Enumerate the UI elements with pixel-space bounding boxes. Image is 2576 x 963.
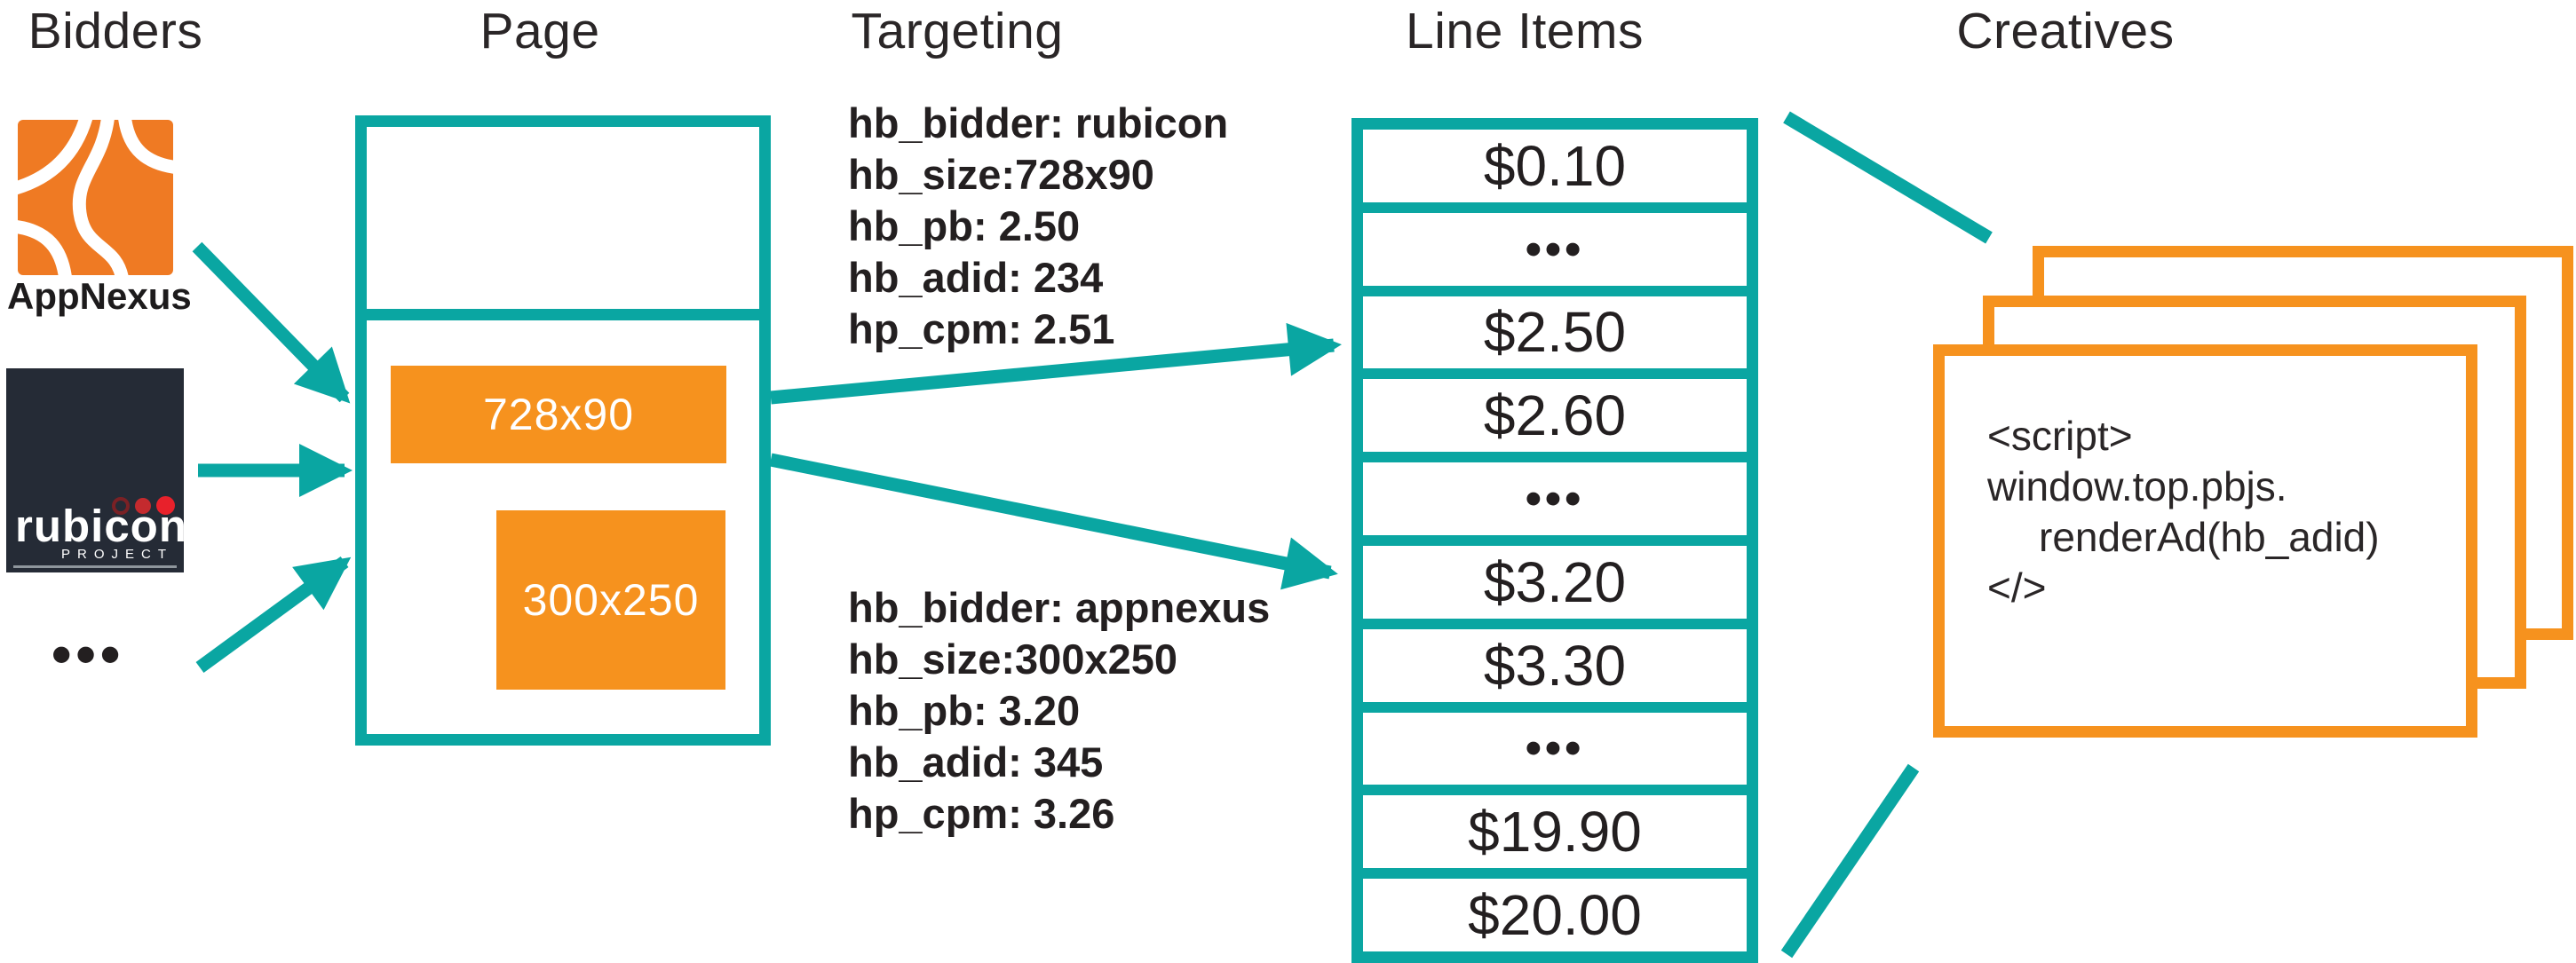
appnexus-label: AppNexus	[7, 275, 192, 317]
line-item-row-ellipsis: •••	[1363, 212, 1747, 286]
more-bidders-ellipsis: •••	[52, 622, 125, 686]
rubicon-project-label: PROJECT	[60, 547, 173, 562]
targeting-kv: hb_adid: 345	[848, 738, 1104, 785]
connector-lineitems-top-to-creatives	[1783, 111, 1993, 244]
line-item-row: $3.20	[1363, 545, 1747, 619]
line-item-row: $0.10	[1363, 130, 1747, 202]
column-title-bidders: Bidders	[28, 3, 203, 59]
rubicon-dot-bright	[156, 496, 175, 515]
appnexus-logo-icon	[18, 120, 173, 275]
arrow-page-to-lineitem-320	[769, 453, 1338, 590]
rubicon-dot-outline	[112, 496, 130, 515]
rubicon-logo-divider	[13, 565, 177, 568]
line-item-row: $2.50	[1363, 296, 1747, 369]
targeting-kv: hb_size:728x90	[848, 151, 1154, 198]
rubicon-wordmark-text: rubicon	[15, 501, 187, 551]
connector-lineitems-bottom-to-creatives	[1780, 763, 1920, 959]
column-title-page: Page	[480, 3, 600, 59]
line-item-row-ellipsis: •••	[1363, 712, 1747, 785]
script-line: window.top.pbjs.	[1987, 463, 2287, 509]
targeting-kv: hb_pb: 2.50	[848, 202, 1081, 249]
line-item-row: $3.30	[1363, 628, 1747, 702]
targeting-block-appnexus: hb_bidder: appnexus hb_size:300x250 hb_p…	[848, 582, 1270, 840]
line-item-row: $19.90	[1363, 795, 1747, 869]
column-title-line-items: Line Items	[1406, 3, 1644, 59]
rubicon-wordmark: rubicon®	[15, 500, 198, 552]
targeting-kv: hb_pb: 3.20	[848, 687, 1081, 734]
line-item-row-ellipsis: •••	[1363, 462, 1747, 535]
rubicon-logo-dots	[112, 496, 175, 515]
creative-card-front: <script> window.top.pbjs. renderAd(hb_ad…	[1933, 344, 2477, 738]
ad-slot-300x250: 300x250	[496, 510, 725, 690]
script-line: <script>	[1987, 413, 2133, 459]
targeting-kv: hp_cpm: 3.26	[848, 790, 1115, 837]
targeting-kv: hb_bidder: appnexus	[848, 584, 1271, 631]
script-line: renderAd(hb_adid)	[2039, 514, 2380, 560]
page-header-divider	[367, 309, 759, 320]
line-item-row: $2.60	[1363, 379, 1747, 453]
rubicon-registered-mark: ®	[187, 530, 199, 545]
creative-script-snippet: <script> window.top.pbjs. renderAd(hb_ad…	[1987, 411, 2380, 613]
targeting-block-rubicon: hb_bidder: rubicon hb_size:728x90 hb_pb:…	[848, 98, 1228, 355]
column-title-targeting: Targeting	[851, 3, 1064, 59]
targeting-kv: hb_size:300x250	[848, 635, 1178, 683]
targeting-kv: hp_cpm: 2.51	[848, 305, 1115, 352]
targeting-kv: hb_bidder: rubicon	[848, 99, 1229, 146]
script-line: </>	[1987, 564, 2047, 611]
arrow-morebidders-to-page	[195, 556, 352, 674]
page-wireframe: 728x90 300x250	[355, 115, 771, 746]
ad-slot-728x90: 728x90	[391, 366, 726, 463]
targeting-kv: hb_adid: 234	[848, 254, 1104, 301]
rubicon-logo: rubicon® PROJECT	[6, 368, 198, 572]
arrow-appnexus-to-page	[192, 241, 351, 404]
line-items-table: $0.10 ••• $2.50 $2.60 ••• $3.20 $3.30 ••…	[1351, 118, 1758, 963]
rubicon-dot-red	[135, 497, 151, 514]
line-item-row: $20.00	[1363, 879, 1747, 951]
column-title-creatives: Creatives	[1956, 3, 2175, 59]
